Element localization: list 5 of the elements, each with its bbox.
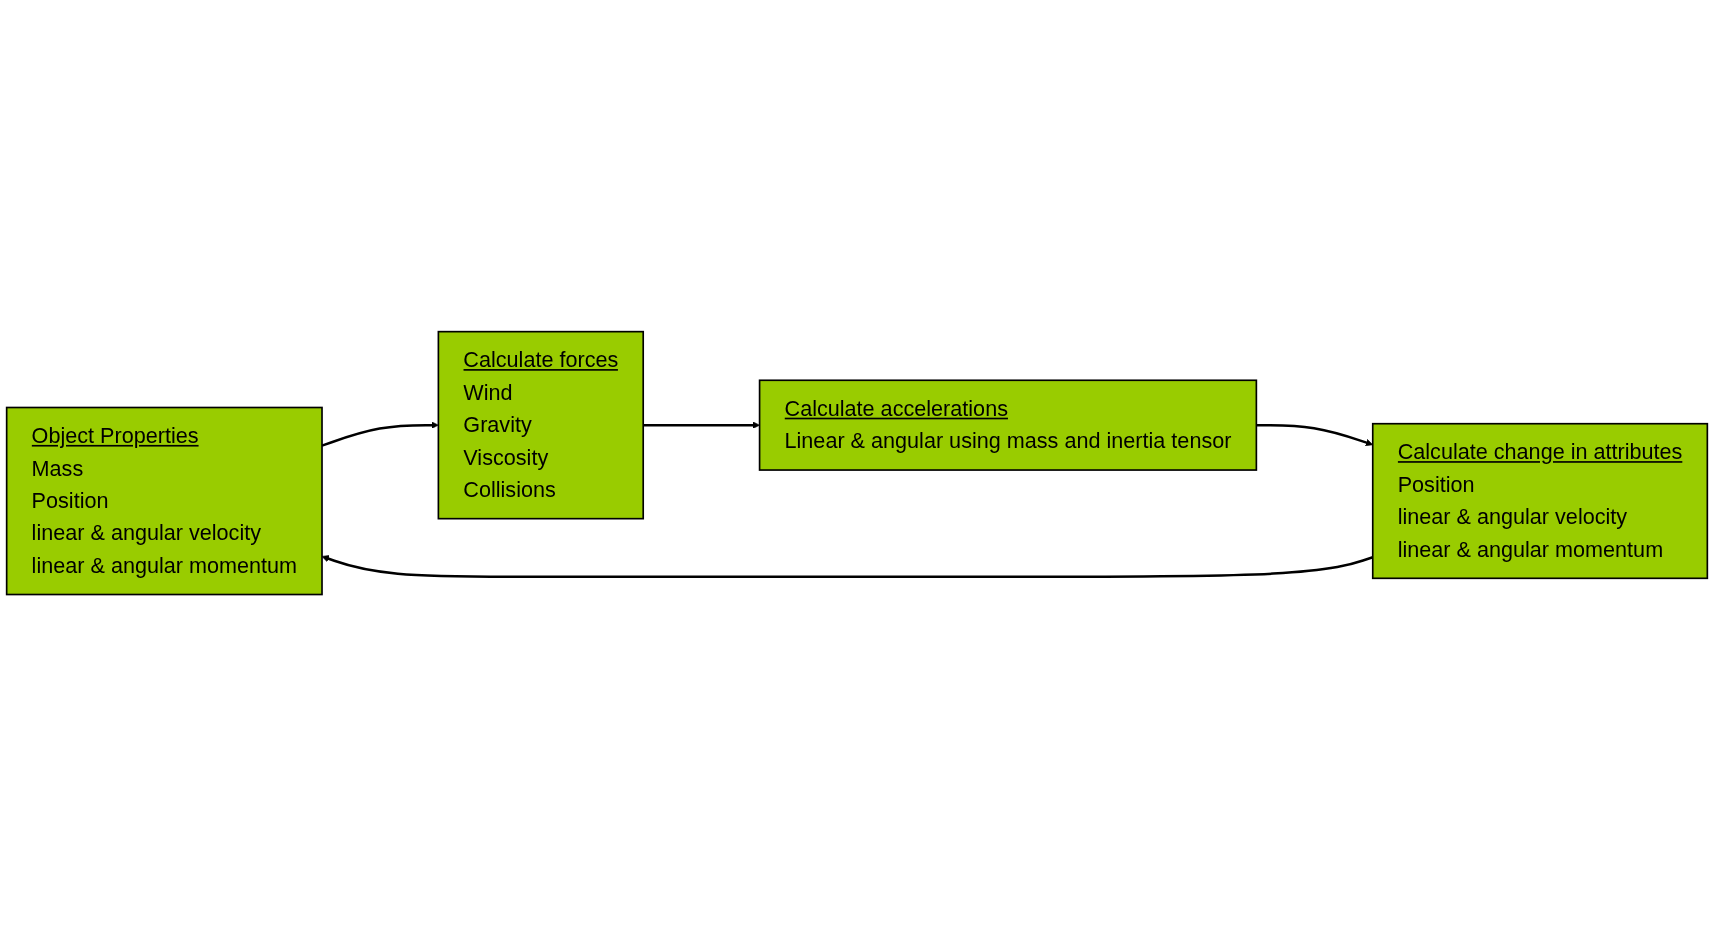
arrow — [643, 421, 760, 429]
node-box: Calculate change in attributes Position linear & angular velocity linear & angular momentum — [1371, 422, 1709, 580]
node-box: Calculate accelerations Linear & angular using mass and inertia tensor — [758, 379, 1258, 471]
node-box: Object Properties Mass Position linear & angular velocity linear & angular momentum — [5, 406, 323, 596]
node-box: Calculate forces Wind Gravity Viscosity Collisions — [437, 330, 645, 520]
